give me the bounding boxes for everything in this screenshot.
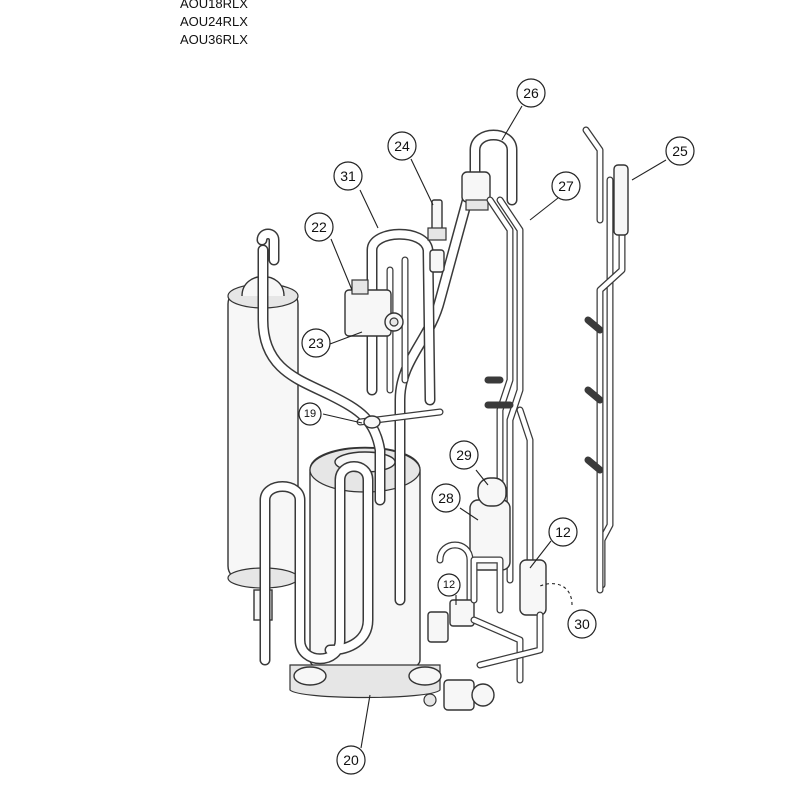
pressure-switch [427, 199, 447, 273]
model-name: AOU24RLX [180, 14, 248, 29]
callout-label: 12 [555, 524, 571, 540]
model-list: AOU18RLX AOU24RLX AOU36RLX [180, 0, 248, 49]
callout-24: 24 [387, 131, 417, 161]
model-name: AOU18RLX [180, 0, 248, 11]
tube-assembly [484, 196, 534, 604]
callout-27: 27 [551, 171, 581, 201]
callout-label: 24 [394, 138, 410, 154]
callout-label: 22 [311, 219, 327, 235]
callout-26: 26 [516, 78, 546, 108]
callout-label: 25 [672, 143, 688, 159]
expansion-valve [436, 477, 511, 604]
service-valves [423, 556, 547, 711]
callout-19: 19 [298, 402, 322, 426]
callout-label: 20 [343, 752, 359, 768]
model-name: AOU36RLX [180, 32, 248, 47]
callout-25: 25 [665, 136, 695, 166]
callout-label: 26 [523, 85, 539, 101]
callout-label: 12 [443, 579, 455, 591]
callout-28: 28 [431, 483, 461, 513]
suction-pipe [256, 228, 386, 506]
callout-23: 23 [301, 328, 331, 358]
callout-label: 23 [308, 335, 324, 351]
callout-label: 30 [574, 616, 590, 632]
discharge-loop [259, 461, 374, 666]
callout-31: 31 [333, 161, 363, 191]
callout-label: 19 [304, 408, 316, 420]
u-bend-pipe [461, 129, 518, 211]
callout-12: 12 [548, 517, 578, 547]
callout-label: 29 [456, 447, 472, 463]
leader-lines [322, 105, 667, 749]
pipe-assembly-right [582, 126, 629, 594]
strainer [356, 408, 444, 429]
callout-12-lower: 12 [437, 573, 461, 597]
callout-label: 27 [558, 178, 574, 194]
four-way-valve [344, 279, 404, 337]
callout-30: 30 [567, 609, 597, 639]
callout-20: 20 [336, 745, 366, 775]
callout-22: 22 [304, 212, 334, 242]
riser-pipes [366, 184, 476, 606]
callout-29: 29 [449, 440, 479, 470]
callout-label: 28 [438, 490, 454, 506]
callout-label: 31 [340, 168, 356, 184]
